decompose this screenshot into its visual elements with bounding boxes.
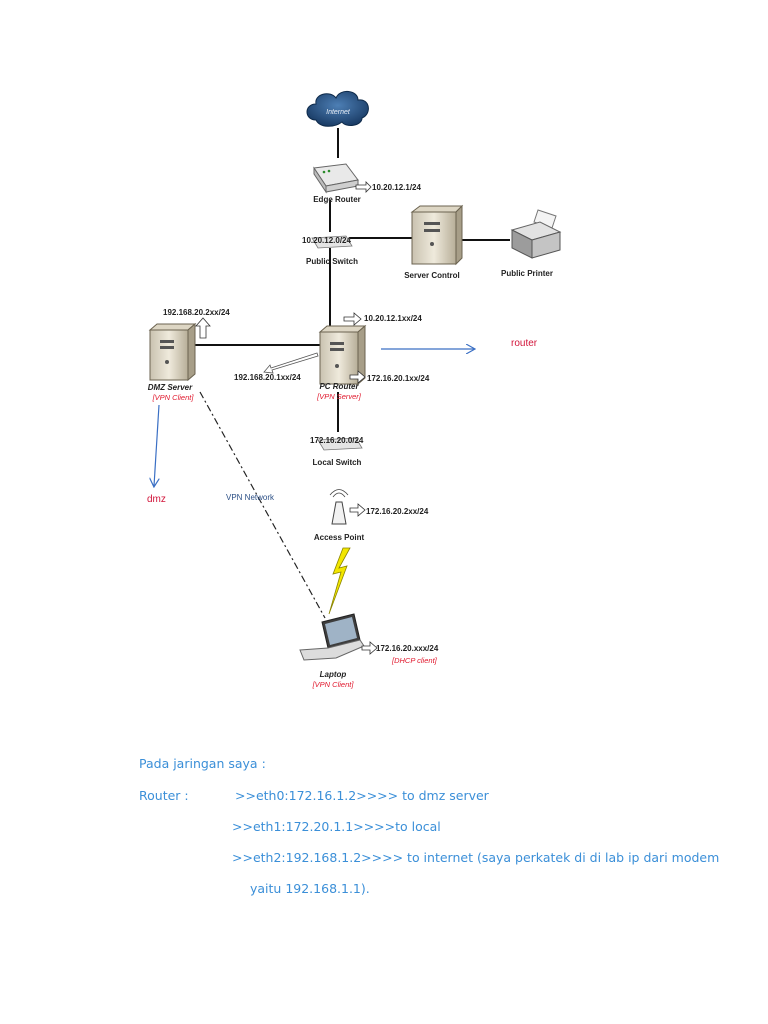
pc-router-label: PC Router	[319, 382, 359, 391]
public-printer-label: Public Printer	[501, 269, 553, 278]
vpn-network-label: VPN Network	[226, 493, 275, 502]
public-switch-label: Public Switch	[306, 257, 358, 266]
pc-router-icon	[318, 324, 367, 386]
printer-icon	[510, 209, 562, 259]
internet-cloud-icon: Internet	[306, 91, 369, 127]
laptop-role-vpn: [VPN Client]	[312, 680, 355, 689]
eth0-line: >>eth0:172.16.1.2>>>> to dmz server	[235, 788, 489, 803]
local-switch-icon	[317, 437, 363, 451]
server-control-icon	[410, 204, 464, 266]
public-switch-icon	[311, 235, 353, 249]
access-point-arrow-icon	[349, 503, 366, 517]
internet-label: Internet	[326, 109, 351, 116]
pc-router-ip-public: 10.20.12.1xx/24	[364, 314, 422, 323]
router-annotation-label: router	[511, 338, 538, 349]
network-diagram: Internet 10.20.12.1/24 Edge Router 10.20…	[147, 91, 562, 689]
wireless-link-icon	[328, 547, 351, 615]
laptop-ip: 172.16.20.xxx/24	[376, 644, 439, 653]
edge-router-label: Edge Router	[313, 195, 361, 204]
pc-router-public-arrow-icon	[343, 312, 362, 326]
laptop-icon	[299, 613, 365, 661]
laptop-role-dhcp: [DHCP client]	[391, 656, 438, 665]
pc-router-dmz-arrow-icon	[263, 352, 319, 374]
eth2-continuation: yaitu 192.168.1.1).	[250, 881, 370, 896]
router-label: Router :	[139, 788, 189, 803]
edge-router-ip: 10.20.12.1/24	[372, 183, 421, 192]
dmz-server-arrow-icon	[195, 317, 211, 339]
public-switch-ip: 10.20.12.0/24	[302, 236, 351, 245]
dmz-server-role: [VPN Client]	[152, 393, 195, 402]
pc-router-ip-local: 172.16.20.1xx/24	[367, 374, 430, 383]
dmz-server-icon	[148, 322, 197, 382]
laptop-arrow-icon	[361, 641, 378, 655]
links	[192, 128, 510, 432]
access-point-icon	[329, 489, 349, 525]
local-switch-label: Local Switch	[313, 458, 362, 467]
local-switch-ip: 172.16.20.0/24	[310, 436, 364, 445]
eth1-line: >>eth1:172.20.1.1>>>>to local	[232, 819, 441, 834]
notes-heading: Pada jaringan saya :	[139, 756, 266, 771]
server-control-label: Server Control	[404, 271, 460, 280]
pc-router-local-arrow-icon	[349, 370, 366, 384]
access-point-ip: 172.16.20.2xx/24	[366, 507, 429, 516]
vpn-tunnel-line	[199, 391, 326, 619]
edge-router-icon	[313, 163, 359, 194]
eth2-line: >>eth2:192.168.1.2>>>> to internet (saya…	[232, 850, 720, 865]
dmz-annotation-arrow	[154, 404, 160, 486]
pc-router-ip-dmz: 192.168.20.1xx/24	[234, 373, 301, 382]
pc-router-role: [VPN Server]	[316, 392, 362, 401]
dmz-server-ip: 192.168.20.2xx/24	[163, 308, 230, 317]
edge-router-arrow-icon	[355, 181, 372, 193]
laptop-label: Laptop	[320, 670, 347, 679]
access-point-label: Access Point	[314, 533, 365, 542]
dmz-annotation-label: dmz	[147, 494, 166, 505]
dmz-server-label: DMZ Server	[148, 383, 193, 392]
